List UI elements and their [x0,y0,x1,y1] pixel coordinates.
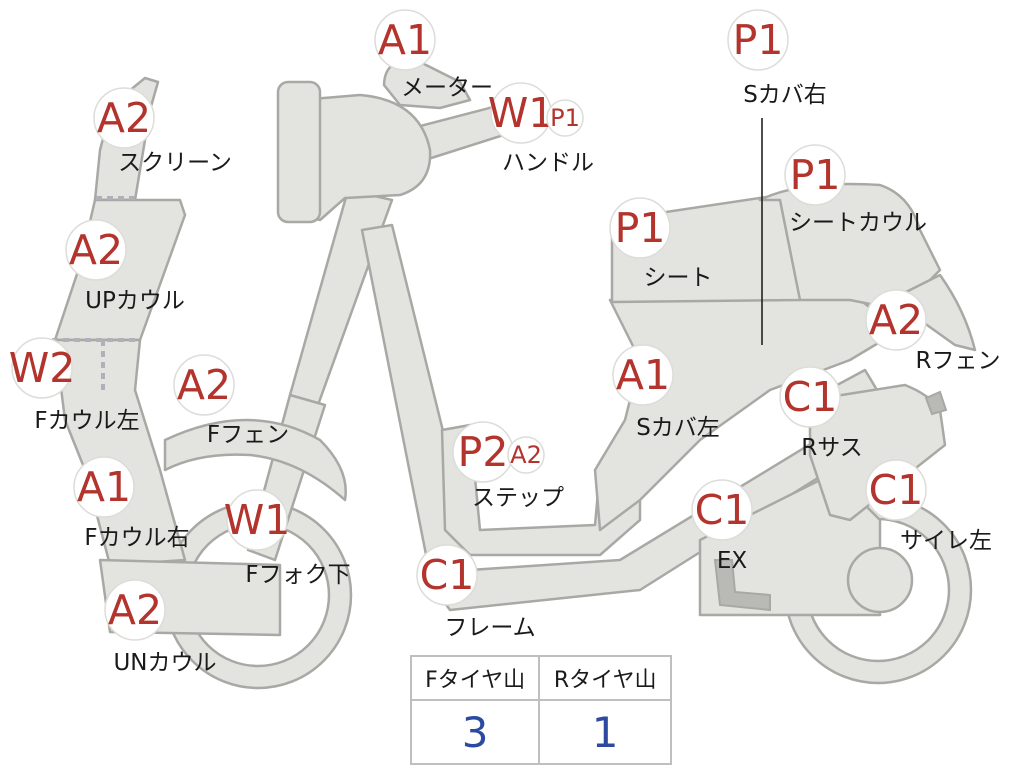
seat-code: P1 [615,204,666,252]
handle-code: W1 [488,89,555,137]
scover-left-label: Sカバ左 [636,415,720,441]
front-tire-value: 3 [409,699,541,765]
seatcowl-label: シートカウル [789,210,927,236]
fcowl-left-code-badge: W2 [9,337,76,399]
scover-right-code: P1 [733,16,784,64]
rsus-code-badge: C1 [779,366,841,428]
ex-label: EX [717,548,748,574]
seat-label: シート [644,265,713,291]
meter-code: A1 [378,16,432,64]
fcowl-part [53,338,187,567]
ffender-code: A2 [177,361,231,409]
screen-badge-circle [93,87,155,149]
upcowl-code-badge: A2 [65,219,127,281]
fcowl-left-label: Fカウル左 [34,408,139,434]
rfender-code-badge: A2 [865,289,927,351]
seatcowl-code-badge: P1 [784,144,846,206]
step-code-badge-2: A2 [507,436,545,474]
handle-code-badge: W1 [488,82,555,144]
tire-tread-table: Fタイヤ山 Rタイヤ山 3 1 [409,655,672,765]
ffender-code-badge: A2 [173,354,235,416]
meter-badge-circle [374,9,436,71]
silencer-left-label: サイレ左 [900,528,992,554]
seat-badge-circle [609,197,671,259]
frame-badge-circle [416,544,478,606]
silencer-left-badge-circle [865,459,927,521]
step-code-badge: P2 [452,421,514,483]
rear-tire-value: 1 [538,699,672,765]
part-labels: スクリーン UPカウル Fカウル左 Fカウル右 UNカウル Fフェン Fフォク下 メーターハン… [34,75,1000,676]
ffork-code-badge: W1 [224,489,291,551]
headlight-lens [276,80,322,224]
step-code-2: A2 [510,441,542,469]
ex-code-badge: C1 [691,479,753,541]
seatcowl-badge-circle [784,144,846,206]
scover-left-code: A1 [616,351,670,399]
scover-left-badge-circle [612,344,674,406]
silencer-left-code: C1 [869,466,924,514]
frame-code: C1 [420,551,475,599]
upcowl-badge-circle [65,219,127,281]
ffender-label: Fフェン [207,422,289,448]
seat-code-badge: P1 [609,197,671,259]
scover-right-code-badge: P1 [727,9,789,71]
handle-code-2: P1 [550,104,580,132]
exhaust-pipe [713,559,771,612]
rfender-badge-circle [865,289,927,351]
front-tire-header: Fタイヤ山 [409,655,541,701]
seatcowl-code: P1 [790,151,841,199]
ex-code: C1 [695,486,750,534]
handle-badge-circle-2 [546,99,584,137]
screen-code-badge: A2 [93,87,155,149]
fcowl-left-code: W2 [9,344,76,392]
fcowl-right-badge-circle [73,456,135,518]
fcowl-left-badge-circle [11,337,73,399]
handle-label: ハンドル [502,150,594,176]
ffender-badge-circle [173,354,235,416]
handle-code-badge-2: P1 [546,99,584,137]
uncowl-badge-circle [104,579,166,641]
ffork-code: W1 [224,496,291,544]
rsus-label: Rサス [801,435,863,461]
upcowl-code: A2 [69,226,123,274]
frame-label: フレーム [444,615,535,641]
step-badge-circle-2 [507,436,545,474]
step-code: P2 [458,428,509,476]
silencer-tip [924,390,948,416]
ffork-label: Fフォク下 [245,562,350,588]
uncowl-code: A2 [108,586,162,634]
ffender-part [163,418,347,502]
meter-code-badge: A1 [374,9,436,71]
scover-left-code-badge: A1 [612,344,674,406]
scover-right-label: Sカバ右 [743,82,827,108]
frame-code-badge: C1 [416,544,478,606]
upcowl-label: UPカウル [85,288,185,314]
fcowl-right-label: Fカウル右 [84,525,189,551]
screen-code: A2 [97,94,151,142]
rfender-label: Rフェン [916,348,1001,374]
rear-tire-header: Rタイヤ山 [538,655,672,701]
rfender-code: A2 [869,296,923,344]
ex-badge-circle [691,479,753,541]
screen-label: スクリーン [118,150,232,176]
meter-label: メーター [401,75,493,101]
rsus-code: C1 [783,373,838,421]
headlight-part [298,93,432,222]
scover-right-badge-circle [727,9,789,71]
step-label: ステップ [472,485,564,511]
rear-hub [846,546,914,614]
ffork-badge-circle [226,489,288,551]
rsus-badge-circle [779,366,841,428]
fcowl-right-code-badge: A1 [73,456,135,518]
silencer-left-code-badge: C1 [865,459,927,521]
uncowl-label: UNカウル [113,650,216,676]
fcowl-right-code: A1 [77,463,131,511]
uncowl-code-badge: A2 [104,579,166,641]
